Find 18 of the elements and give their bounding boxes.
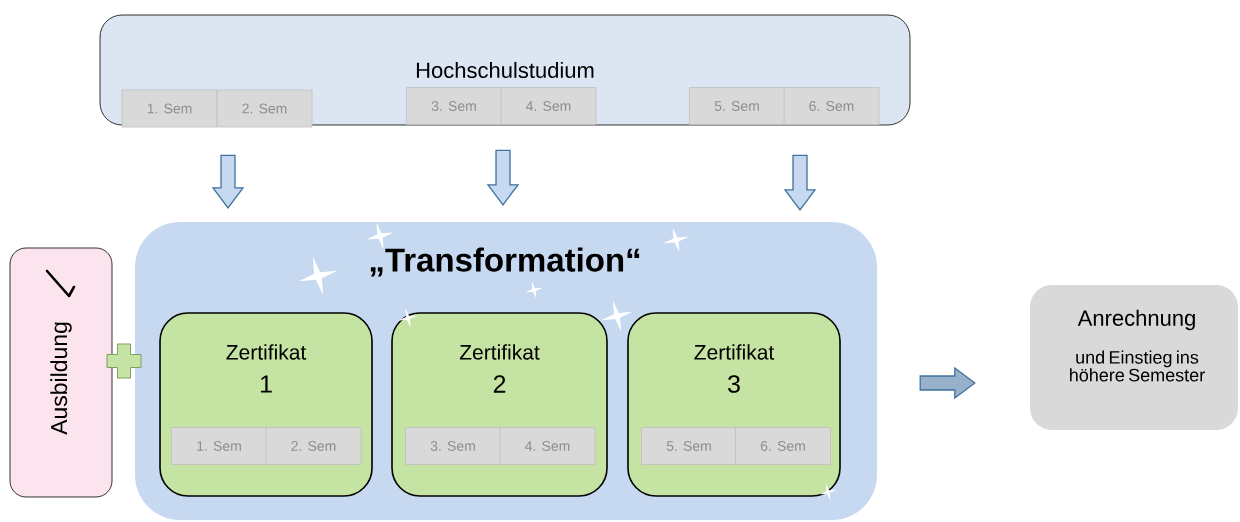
semester-cell: 6. Sem xyxy=(735,427,831,465)
semester-cell: 1. Sem xyxy=(121,89,218,128)
semester-cell: 3. Sem xyxy=(406,87,502,125)
semester-cell: 4. Sem xyxy=(499,427,596,465)
result-box: Anrechnung und Einstieg ins höhere Semester xyxy=(1030,285,1238,430)
semester-cell: 6. Sem xyxy=(783,87,880,125)
block-arrow xyxy=(783,154,817,211)
block-arrow xyxy=(486,149,520,206)
block-arrow xyxy=(919,366,976,400)
semester-cell: 3. Sem xyxy=(405,427,501,465)
block-arrow xyxy=(211,154,245,209)
semester-cell: 5. Sem xyxy=(641,427,737,465)
semester-cell: 1. Sem xyxy=(171,427,267,465)
training-box: Ausbildung xyxy=(9,247,113,498)
semester-cell: 2. Sem xyxy=(216,89,313,128)
semester-cell: 4. Sem xyxy=(500,87,597,125)
semester-cell: 5. Sem xyxy=(689,87,785,125)
semester-cell: 2. Sem xyxy=(265,427,362,465)
